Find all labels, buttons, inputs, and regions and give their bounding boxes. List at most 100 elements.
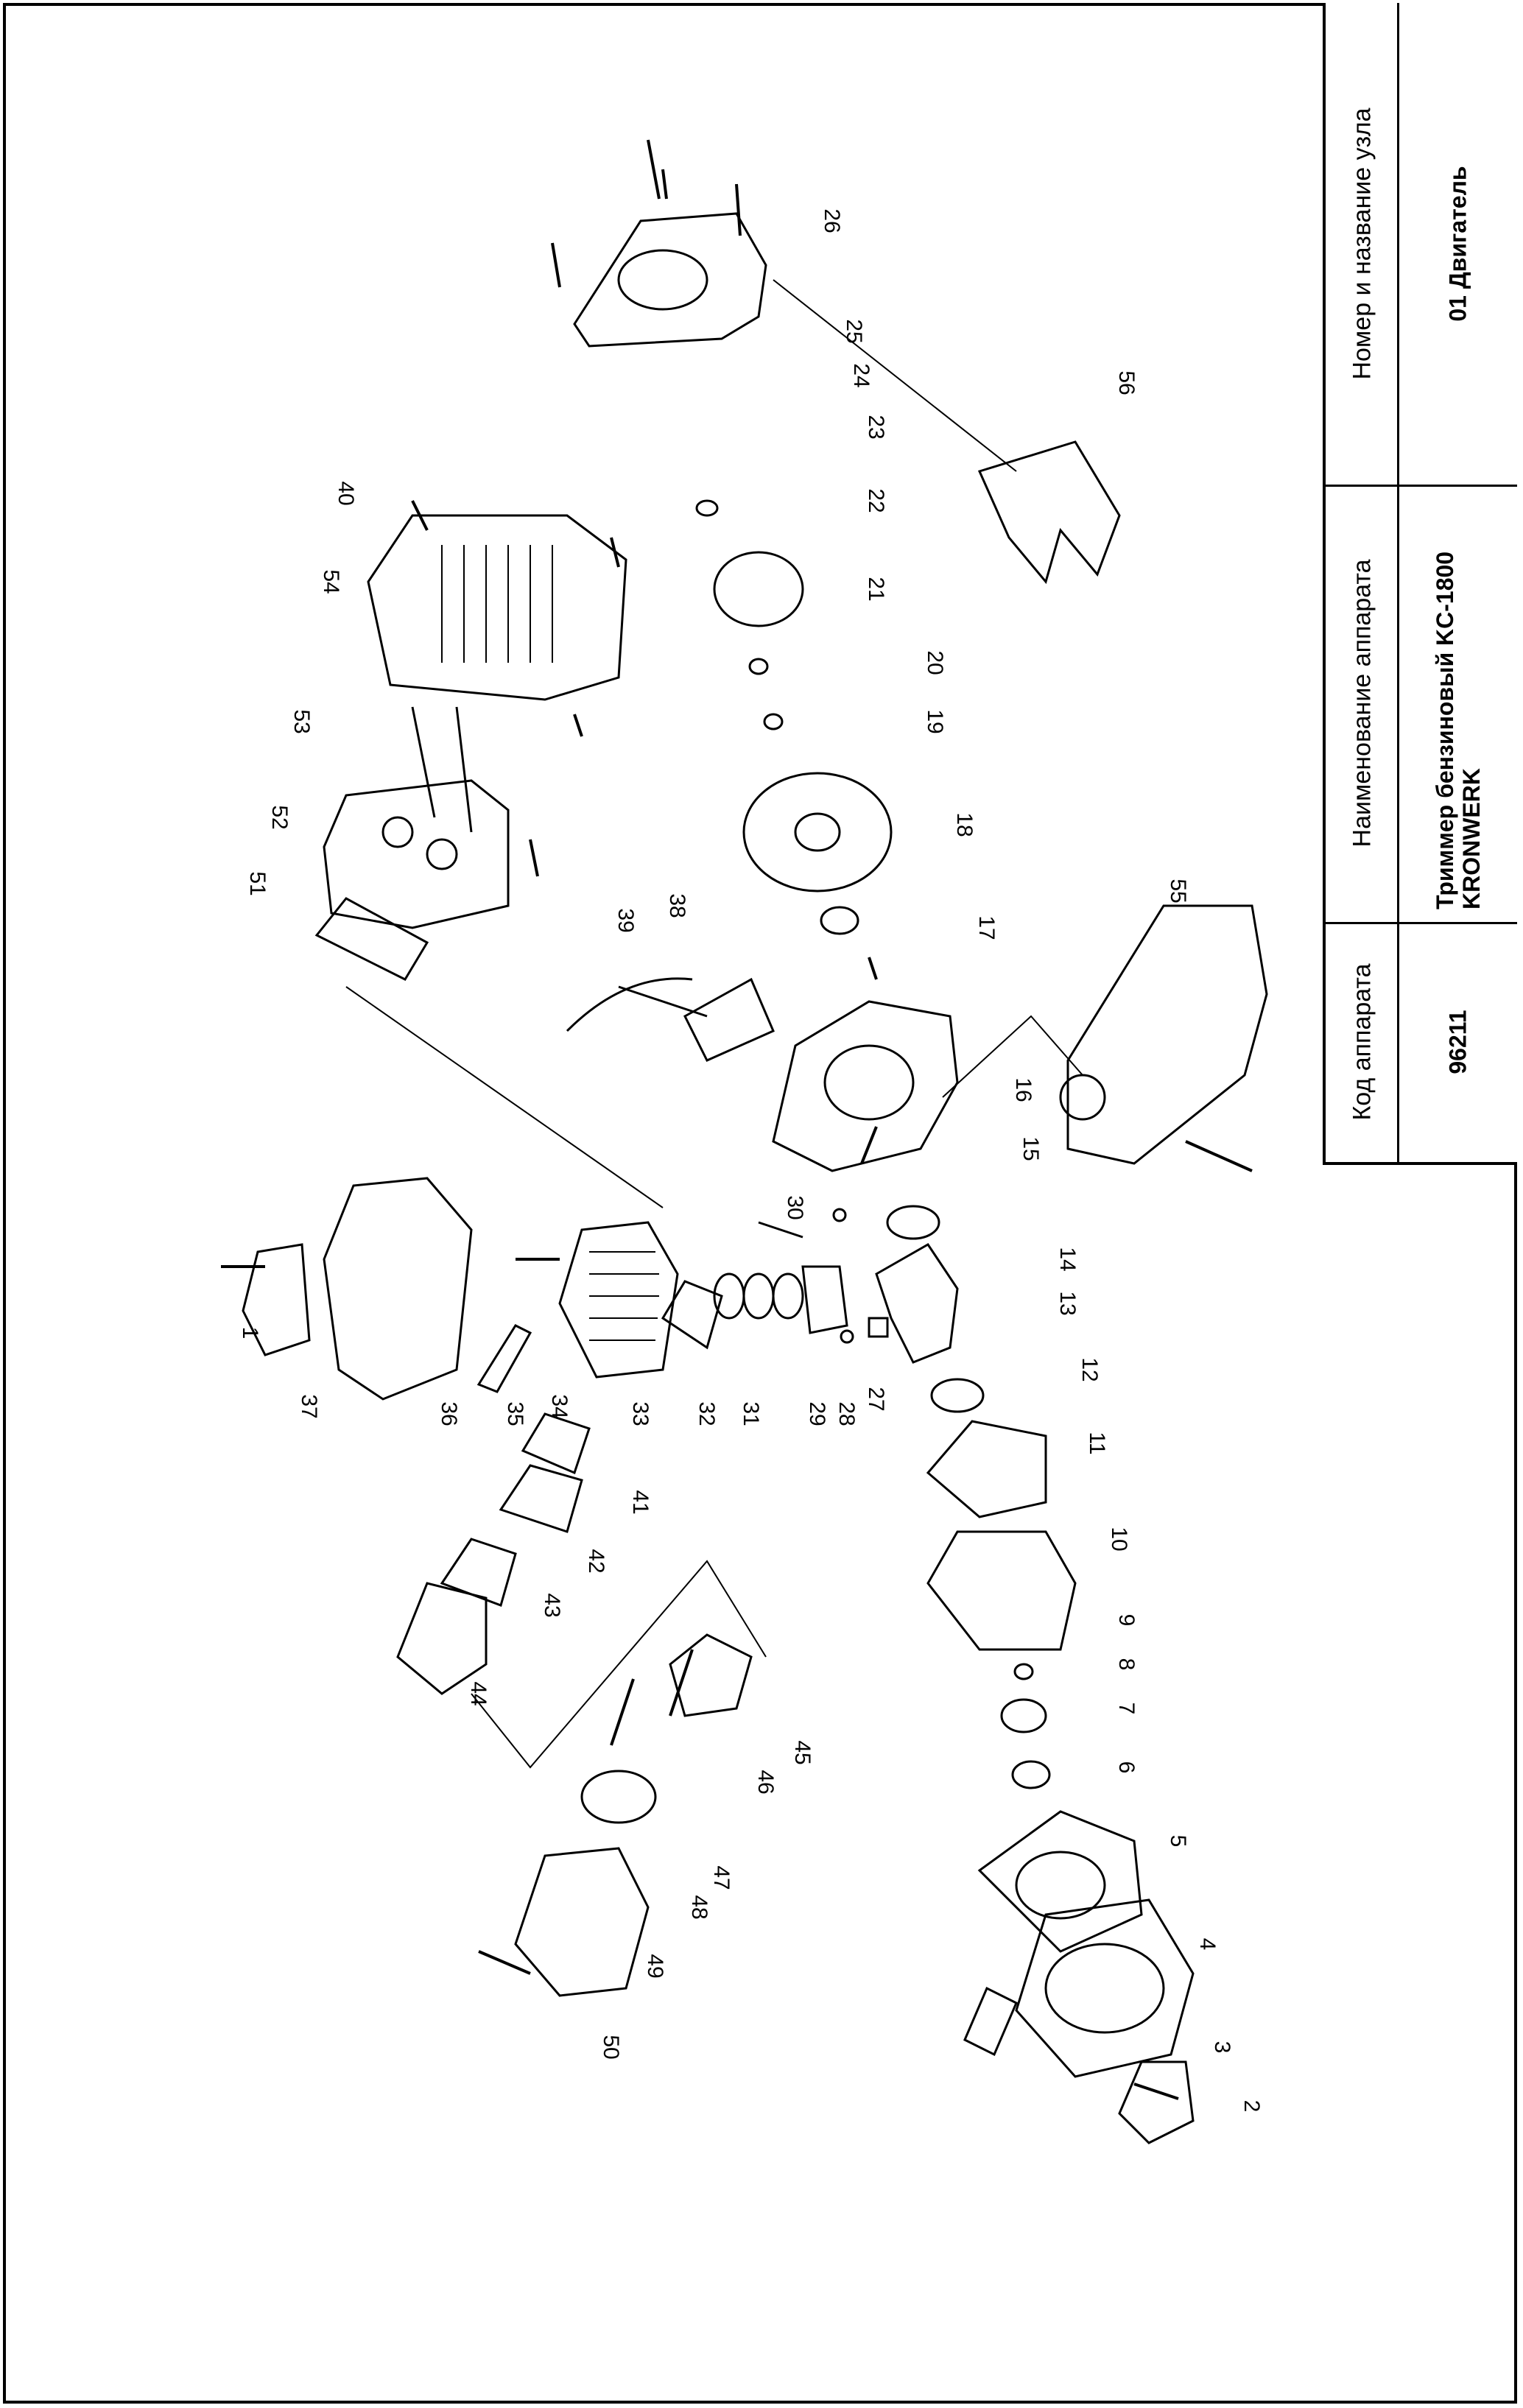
part-washer-8 [1013, 1663, 1034, 1680]
callout-2: 2 [1239, 2100, 1264, 2113]
callout-8: 8 [1114, 1658, 1139, 1671]
part-lever-38 [683, 977, 775, 1062]
callout-41: 41 [628, 1490, 653, 1514]
part-bolt-53a [411, 706, 436, 818]
screw-26c [551, 242, 561, 288]
callout-30: 30 [783, 1195, 807, 1219]
part-clutch [713, 551, 804, 627]
callout-28: 28 [834, 1401, 859, 1426]
screw-1b [1185, 1140, 1253, 1172]
screw-50 [478, 1950, 531, 1975]
part-washer-22 [695, 499, 719, 517]
callout-49: 49 [643, 1954, 667, 1978]
callout-42: 42 [584, 1549, 608, 1573]
callout-5: 5 [1166, 1835, 1190, 1848]
exploded-engine-diagram: 1 2 3 4 5 6 7 8 9 10 11 12 13 14 15 16 1… [221, 139, 1268, 2144]
part-washer-20 [748, 658, 769, 675]
callout-7: 7 [1114, 1703, 1139, 1715]
screw-17 [868, 957, 878, 980]
part-cover-37 [242, 1243, 311, 1356]
callout-44: 44 [466, 1681, 490, 1705]
callout-53: 53 [289, 709, 314, 733]
callout-43: 43 [540, 1593, 564, 1617]
part-muffler [323, 779, 510, 929]
part-carburetor [396, 1582, 488, 1695]
part-muffler-bolt-a [381, 816, 414, 848]
part-piston-ring-c [772, 1272, 804, 1320]
part-muffler-bolt-b [426, 838, 458, 870]
callout-26: 26 [820, 208, 844, 233]
part-fan-cover-hole [617, 249, 708, 311]
part-bearing-12a [886, 1205, 940, 1240]
callout-12: 12 [1077, 1357, 1102, 1381]
callout-51: 51 [245, 871, 270, 895]
callout-35: 35 [503, 1401, 527, 1426]
callout-48: 48 [687, 1895, 711, 1919]
screw-40d [529, 839, 539, 877]
callout-4: 4 [1195, 1938, 1220, 1951]
part-clip-28a [832, 1208, 847, 1222]
part-gasket-43 [440, 1538, 517, 1607]
value-unit: 01 Двигатель [1444, 166, 1471, 322]
callout-23: 23 [864, 415, 888, 439]
part-intake-42 [499, 1464, 583, 1533]
part-filter-element [580, 1770, 657, 1824]
callout-15: 15 [1019, 1136, 1043, 1161]
part-clip-28b [840, 1329, 854, 1344]
part-filter-plate [669, 1633, 753, 1717]
value-device-name: Триммер бензиновый KC-1800 KRONWERK [1432, 551, 1485, 909]
callout-3: 3 [1210, 2041, 1234, 2054]
callout-17: 17 [974, 915, 999, 940]
part-washer-7 [1000, 1698, 1047, 1733]
part-crankshaft [875, 1243, 959, 1364]
callout-22: 22 [864, 488, 888, 513]
callout-19: 19 [923, 709, 947, 733]
screw-47 [610, 1678, 635, 1746]
header-device-name: Наименование аппарата [1348, 559, 1376, 848]
part-cylinder-shroud [323, 1177, 473, 1401]
callout-39: 39 [613, 908, 638, 932]
part-gasket-51 [314, 897, 429, 981]
part-bearing-12b [930, 1378, 985, 1413]
screw-1c [1133, 2083, 1179, 2100]
callout-38: 38 [665, 893, 689, 918]
callout-16: 16 [1011, 1077, 1035, 1102]
callout-1: 1 [238, 1327, 262, 1339]
callout-56: 56 [1114, 370, 1139, 395]
callout-54: 54 [319, 569, 343, 594]
page-frame [3, 3, 1517, 2404]
screw-40b [610, 537, 620, 568]
part-cylinder [558, 1221, 679, 1379]
part-crankcase-gasket [926, 1420, 1047, 1518]
callout-55: 55 [1166, 879, 1190, 903]
screw-15 [860, 1126, 878, 1164]
title-block-header-column [1326, 3, 1399, 1162]
part-spark-plug [476, 1324, 532, 1393]
part-handle-56 [977, 440, 1121, 585]
callout-32: 32 [694, 1401, 719, 1426]
part-cover-2 [1118, 2060, 1195, 2144]
leader-16-55 [942, 1015, 1083, 1098]
title-block-divider-2 [1326, 485, 1517, 487]
part-flywheel [742, 772, 893, 893]
callout-34: 34 [547, 1394, 571, 1418]
callout-9: 9 [1114, 1614, 1139, 1627]
callout-27: 27 [864, 1387, 888, 1411]
value-device-code: 96211 [1444, 1010, 1471, 1074]
callout-31: 31 [739, 1401, 763, 1426]
part-washer-19 [763, 713, 784, 731]
part-crankcase-16 [772, 1000, 959, 1172]
header-unit: Номер и название узла [1348, 108, 1376, 380]
part-piston [801, 1265, 848, 1334]
screw-40c [573, 714, 583, 737]
header-device-code: Код аппарата [1348, 963, 1376, 1121]
callout-52: 52 [267, 805, 292, 829]
callout-14: 14 [1055, 1247, 1080, 1271]
callout-13: 13 [1055, 1291, 1080, 1315]
part-piston-ring-b [742, 1272, 775, 1320]
screw-26b [735, 183, 742, 236]
callout-10: 10 [1107, 1527, 1131, 1551]
part-starter-housing-hole [1044, 1943, 1165, 2034]
part-starter-gasket-hole [1015, 1851, 1106, 1920]
screw-46 [669, 1649, 694, 1717]
